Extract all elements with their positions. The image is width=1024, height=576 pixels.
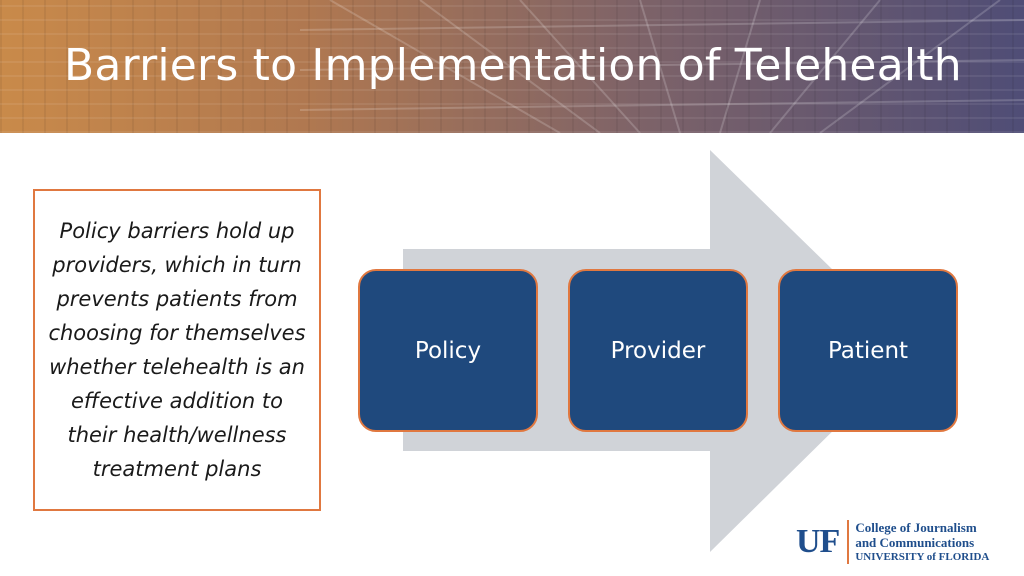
logo-line-1: College of Journalism — [855, 519, 977, 535]
logo-line-2: and Communications — [855, 534, 975, 550]
step-box-policy: Policy — [358, 269, 538, 432]
uf-logo: UF College of Journalism and Communicati… — [796, 517, 989, 567]
step-label: Provider — [610, 337, 706, 364]
description-text: Policy barriers hold up providers, which… — [48, 219, 306, 481]
step-label: Policy — [414, 337, 482, 364]
logo-line-3: UNIVERSITY of FLORIDA — [855, 550, 990, 563]
step-box-provider: Provider — [568, 269, 748, 432]
slide-title: Barriers to Implementation of Telehealth — [64, 40, 962, 91]
logo-mark: UF — [796, 523, 840, 560]
step-box-patient: Patient — [778, 269, 958, 432]
logo-divider — [847, 520, 850, 564]
description-box: Policy barriers hold up providers, which… — [33, 189, 321, 511]
step-label: Patient — [827, 337, 909, 364]
header-roof-beams — [299, 0, 1024, 133]
logo-text: College of Journalism and Communications… — [855, 520, 989, 565]
header-banner: Barriers to Implementation of Telehealth — [0, 0, 1024, 133]
header-texture — [0, 0, 1024, 133]
